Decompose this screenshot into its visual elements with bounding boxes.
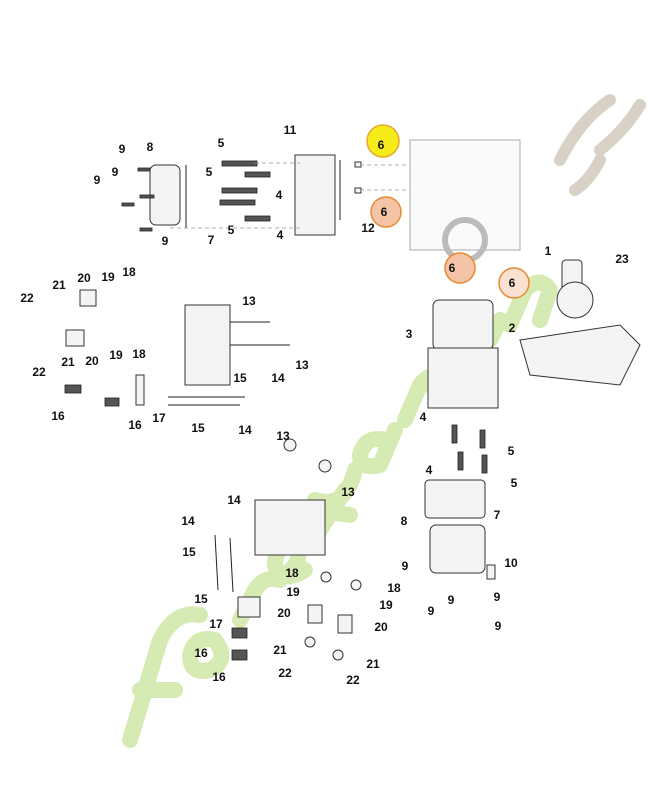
callout-number[interactable]: 8 [147, 140, 154, 154]
callout-number[interactable]: 17 [209, 617, 223, 631]
callout-number[interactable]: 15 [182, 545, 196, 559]
callout-number[interactable]: 19 [101, 270, 115, 284]
valve-cover-right [429, 524, 486, 574]
callout-number[interactable]: 18 [122, 265, 136, 279]
callout-number[interactable]: 4 [276, 188, 283, 202]
callout-number[interactable]: 23 [615, 252, 629, 266]
callout-number[interactable]: 7 [208, 233, 215, 247]
cylinder-head-right [427, 347, 499, 409]
callout-number[interactable]: 22 [346, 673, 360, 687]
highlight-markers [366, 124, 530, 299]
callout-number[interactable]: 6 [378, 138, 385, 152]
callout-number[interactable]: 14 [181, 514, 195, 528]
callout-number[interactable]: 3 [406, 327, 413, 341]
callout-number[interactable]: 13 [242, 294, 256, 308]
cam-gear [556, 281, 594, 319]
callout-number[interactable]: 9 [428, 604, 435, 618]
callout-number[interactable]: 4 [420, 410, 427, 424]
callout-number[interactable]: 9 [112, 165, 119, 179]
callout-number[interactable]: 5 [511, 476, 518, 490]
callout-number[interactable]: 13 [341, 485, 355, 499]
cylinder-head-side [184, 304, 231, 386]
valve-cover-gasket [424, 479, 486, 519]
callout-number[interactable]: 19 [379, 598, 393, 612]
watermark [122, 94, 646, 748]
callout-number[interactable]: 8 [401, 514, 408, 528]
callout-number[interactable]: 22 [32, 365, 46, 379]
callout-number[interactable]: 20 [374, 620, 388, 634]
bottom-assembly [214, 438, 362, 661]
callout-number[interactable]: 12 [361, 221, 375, 235]
callout-number[interactable]: 15 [194, 592, 208, 606]
callout-number[interactable]: 6 [509, 276, 516, 290]
callout-number[interactable]: 13 [276, 429, 290, 443]
callout-number[interactable]: 9 [94, 173, 101, 187]
callout-number[interactable]: 21 [273, 643, 287, 657]
crankcase-gasket [519, 324, 641, 386]
callout-number[interactable]: 16 [51, 409, 65, 423]
callout-number[interactable]: 5 [508, 444, 515, 458]
callout-number[interactable]: 15 [233, 371, 247, 385]
callout-number[interactable]: 20 [77, 271, 91, 285]
cylinder-head [294, 154, 336, 236]
callout-number[interactable]: 9 [448, 593, 455, 607]
callout-number[interactable]: 4 [277, 228, 284, 242]
callout-number[interactable]: 9 [162, 234, 169, 248]
callout-number[interactable]: 20 [277, 606, 291, 620]
callout-number[interactable]: 2 [509, 321, 516, 335]
callout-number[interactable]: 20 [85, 354, 99, 368]
callout-number[interactable]: 18 [387, 581, 401, 595]
callout-number[interactable]: 9 [119, 142, 126, 156]
callout-number[interactable]: 21 [52, 278, 66, 292]
bolts [121, 160, 271, 232]
callout-number[interactable]: 19 [286, 585, 300, 599]
callout-number[interactable]: 16 [212, 670, 226, 684]
valve-spring [79, 289, 97, 307]
callout-number[interactable]: 6 [449, 261, 456, 275]
callout-number[interactable]: 16 [128, 418, 142, 432]
callout-number[interactable]: 14 [238, 423, 252, 437]
callout-number[interactable]: 7 [494, 508, 501, 522]
cylinder-head-gasket [432, 299, 494, 351]
callout-number[interactable]: 13 [295, 358, 309, 372]
callout-number[interactable]: 5 [218, 136, 225, 150]
callout-number[interactable]: 9 [495, 619, 502, 633]
callout-number[interactable]: 10 [504, 556, 518, 570]
callout-number[interactable]: 15 [191, 421, 205, 435]
valve-cover [149, 164, 181, 226]
callout-number[interactable]: 9 [494, 590, 501, 604]
callout-number[interactable]: 14 [271, 371, 285, 385]
callout-number[interactable]: 22 [278, 666, 292, 680]
callout-number[interactable]: 18 [285, 566, 299, 580]
crankcase [409, 139, 521, 251]
callout-number[interactable]: 9 [402, 559, 409, 573]
callout-number[interactable]: 21 [61, 355, 75, 369]
valve-spring [65, 329, 85, 347]
callout-number[interactable]: 22 [20, 291, 34, 305]
callout-number[interactable]: 16 [194, 646, 208, 660]
callout-number[interactable]: 21 [366, 657, 380, 671]
selected-part-marker[interactable] [366, 124, 400, 158]
middle-left-assembly [64, 289, 290, 407]
callout-number[interactable]: 4 [426, 463, 433, 477]
callout-number[interactable]: 14 [227, 493, 241, 507]
related-part-marker[interactable] [498, 267, 530, 299]
callout-number[interactable]: 17 [152, 411, 166, 425]
related-part-marker[interactable] [370, 196, 402, 228]
callout-number[interactable]: 11 [284, 123, 297, 137]
related-part-marker[interactable] [444, 252, 476, 284]
right-assembly [424, 259, 641, 580]
callout-number[interactable]: 6 [381, 205, 388, 219]
cylinder-head-bottom [254, 499, 326, 556]
callout-number[interactable]: 19 [109, 348, 123, 362]
callout-number[interactable]: 1 [545, 244, 552, 258]
callout-number[interactable]: 5 [228, 223, 235, 237]
callout-number[interactable]: 18 [132, 347, 146, 361]
callout-number[interactable]: 5 [206, 165, 213, 179]
top-assembly [121, 139, 521, 263]
